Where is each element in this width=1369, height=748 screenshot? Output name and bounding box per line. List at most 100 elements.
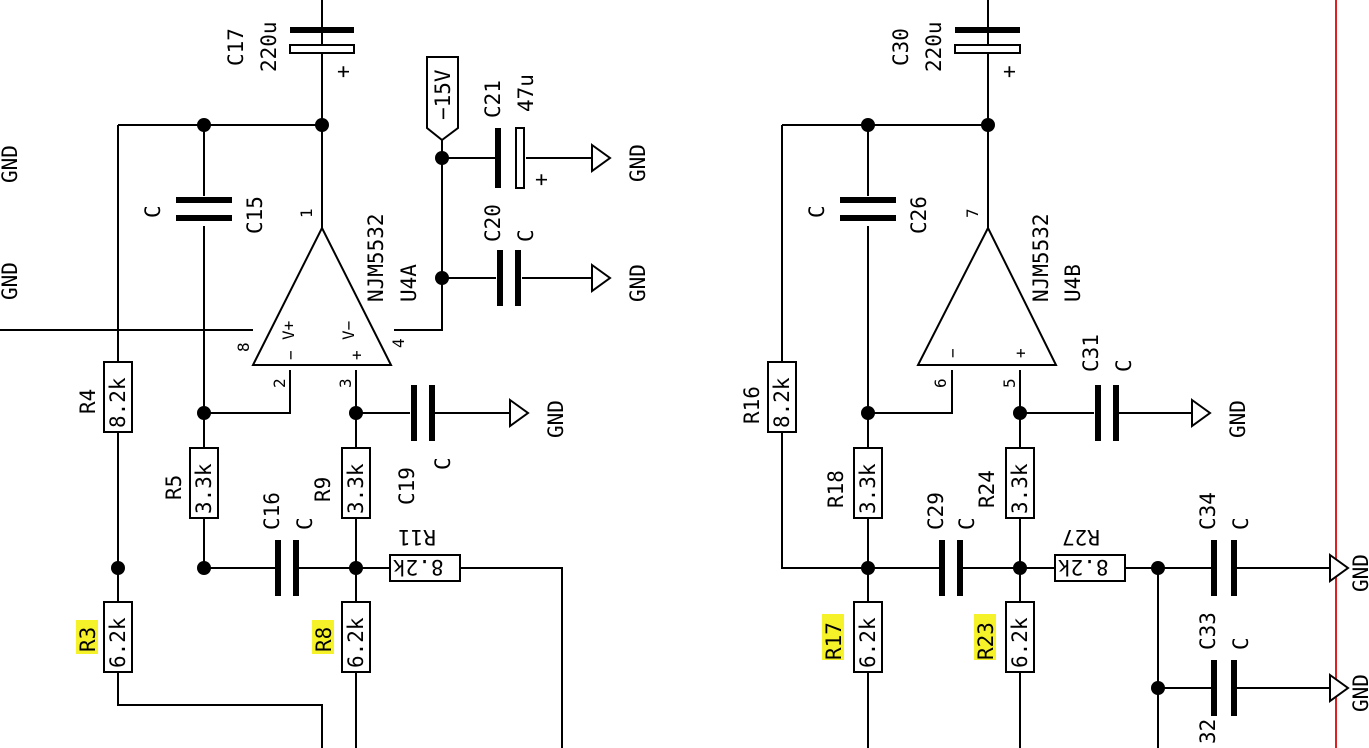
part-reference: R5 — [162, 475, 186, 500]
gnd-label: GND — [0, 262, 22, 300]
gnd-label: GND — [0, 145, 22, 183]
part-value: 8.2k — [770, 377, 794, 428]
part-value: 3.3k — [192, 463, 216, 514]
part-value: NJM5532 — [364, 213, 388, 302]
part-value: 6.2k — [344, 617, 368, 668]
capacitor-c20: C20 C — [481, 204, 538, 306]
search-highlight — [974, 614, 996, 660]
part-value: 3.3k — [1008, 463, 1032, 514]
gnd-label: GND — [544, 400, 568, 438]
noninverting-mark: + — [1011, 348, 1030, 358]
resistor-r23: 6.2k R23 — [974, 601, 1035, 673]
resistor-r27: 8.2k R27 — [1054, 525, 1126, 582]
part-value: 8.2k — [393, 555, 444, 579]
part-reference: R27 — [1062, 525, 1100, 549]
resistor-r16: 8.2k R16 — [740, 361, 797, 433]
wires-right — [781, 0, 1330, 748]
search-highlight — [312, 620, 334, 654]
part-reference: R17 — [822, 622, 846, 660]
capacitor-c17: + C17 220u — [224, 21, 355, 78]
part-reference: C30 — [889, 28, 913, 66]
power-label-neg15v: −15V — [426, 56, 459, 142]
pin-number: 5 — [1000, 378, 1019, 388]
search-highlight — [76, 620, 98, 654]
gnd-label: GND — [1349, 554, 1369, 592]
opamp-u4b: 7 6 5 − + NJM5532 U4B — [916, 208, 1085, 388]
polarity-mark: + — [529, 173, 553, 186]
inverting-mark: − — [281, 350, 300, 360]
gnd-symbol: GND — [591, 263, 650, 302]
part-reference: C26 — [907, 196, 931, 234]
pin-number: 6 — [931, 378, 950, 388]
part-value: 220u — [922, 21, 946, 72]
capacitor-c19: C19 C — [395, 385, 455, 505]
search-highlight — [822, 614, 844, 660]
capacitor-c33: C33 C — [1196, 612, 1253, 716]
resistor-r11: 8.2k R11 — [389, 525, 461, 582]
gnd-label: GND — [1349, 674, 1369, 712]
polarity-mark: + — [331, 65, 355, 78]
part-reference: C15 — [243, 196, 267, 234]
pin-number: 7 — [963, 208, 982, 218]
part-reference: R16 — [740, 386, 764, 424]
part-reference: C17 — [224, 28, 248, 66]
part-reference: U4B — [1061, 264, 1085, 302]
gnd-symbol: GND — [591, 143, 650, 182]
part-reference: R24 — [975, 470, 999, 508]
part-reference: C29 — [924, 492, 948, 530]
part-reference: C20 — [481, 204, 505, 242]
resistor-r8: 6.2k R8 — [312, 601, 371, 673]
part-reference: R9 — [311, 477, 335, 502]
part-reference: C19 — [395, 467, 419, 505]
part-reference: C34 — [1196, 492, 1220, 530]
resistor-r4: 8.2k R4 — [76, 361, 133, 433]
part-value: C — [514, 229, 538, 242]
part-value: C — [431, 457, 455, 470]
channel-left: GND GND 1 2 3 8 4 − + V+ V− NJM5532 U4A … — [0, 0, 650, 748]
gnd-symbol: GND — [1329, 553, 1369, 592]
part-value: NJM5532 — [1029, 213, 1053, 302]
part-value: C — [1229, 517, 1253, 530]
capacitor-c30: + C30 220u — [889, 21, 1021, 78]
gnd-label: GND — [626, 144, 650, 182]
noninverting-mark: + — [347, 350, 366, 360]
part-value: 3.3k — [856, 463, 880, 514]
part-reference: R8 — [312, 627, 336, 652]
part-reference: C31 — [1079, 334, 1103, 372]
resistor-r3: 6.2k R3 — [76, 601, 133, 673]
junctions-left — [111, 118, 449, 575]
part-value: C — [141, 205, 165, 218]
part-value: 47u — [514, 74, 538, 112]
part-value: C — [1229, 637, 1253, 650]
resistor-r9: 3.3k R9 — [311, 447, 371, 519]
polarity-mark: + — [997, 65, 1021, 78]
opamp-u4a: 1 2 3 8 4 − + V+ V− NJM5532 U4A — [234, 208, 421, 388]
part-reference: C21 — [481, 80, 505, 118]
part-value: 6.2k — [106, 617, 130, 668]
part-reference: R4 — [76, 389, 100, 414]
junctions-right — [861, 118, 1165, 695]
pin-number: 4 — [389, 338, 408, 348]
part-reference: R11 — [398, 525, 436, 549]
resistor-r17: 6.2k R17 — [822, 601, 883, 673]
part-value: C — [805, 205, 829, 218]
part-value: C — [955, 517, 979, 530]
gnd-symbol: GND — [1329, 673, 1369, 712]
capacitor-c16: C16 C — [260, 492, 317, 596]
wires-left — [0, 0, 592, 748]
pin-number: 8 — [234, 342, 253, 352]
part-value: 8.2k — [106, 377, 130, 428]
part-reference: R18 — [824, 470, 848, 508]
capacitor-c15: C C15 — [141, 196, 267, 234]
channel-right: 7 6 5 − + NJM5532 U4B + C30 220u C C26 C… — [740, 0, 1369, 748]
part-value: 220u — [257, 21, 281, 72]
part-value: C — [1112, 359, 1136, 372]
part-value: 8.2k — [1058, 555, 1109, 579]
gnd-label: GND — [1226, 400, 1250, 438]
pin-number: 3 — [336, 378, 355, 388]
net-label: −15V — [431, 69, 455, 120]
part-value: C — [293, 517, 317, 530]
part-value: 3.3k — [344, 463, 368, 514]
